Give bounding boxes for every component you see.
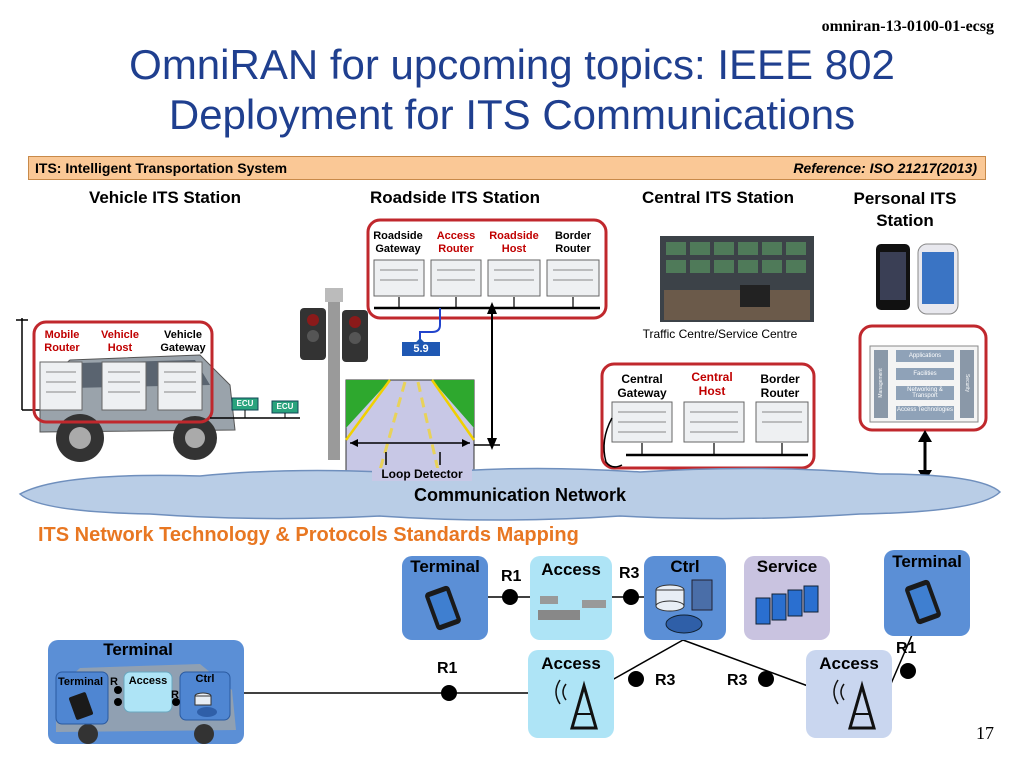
ecu-label-1: ECU (236, 399, 254, 408)
inner-r1-label: R (110, 676, 118, 688)
inner-ctrl-label: Ctrl (195, 673, 215, 685)
ctrl-box (644, 556, 726, 640)
vehicle-gateway-label: Vehicle Gateway (160, 329, 206, 354)
document-id: omniran-13-0100-01-ecsg (821, 18, 994, 35)
border-router-label: Border Router (554, 230, 592, 255)
central-gateway-label: Central Gateway (617, 372, 667, 400)
access-bottom-center-label: Access (541, 654, 601, 673)
vehicle-station-border (32, 320, 214, 424)
roadside-host-label: Roadside Host (489, 230, 539, 255)
personal-title-line-1: Personal ITS (853, 189, 957, 208)
title-line-1: OmniRAN for upcoming topics: IEEE 802 (129, 41, 895, 88)
personal-station-title: Personal ITS Station (830, 188, 980, 232)
communication-network-label: Communication Network (413, 485, 627, 505)
r1-right-label: R1 (896, 640, 917, 657)
r1-top-label: R1 (501, 568, 522, 585)
ecu-label-2: ECU (276, 402, 294, 411)
terminal-right-label: Terminal (892, 552, 962, 571)
stack-networking: Networking & Transport (907, 387, 943, 399)
smartphones-image (876, 243, 959, 315)
inner-access-label: Access (128, 675, 168, 687)
stack-applications: Applications (908, 353, 942, 359)
roadside-gateway-label: Roadside Gateway (373, 230, 423, 255)
inner-terminal-label: Terminal (58, 676, 104, 688)
frequency-badge: 5.9 (413, 343, 429, 355)
loop-detector-label: Loop Detector (372, 468, 472, 481)
vehicle-station-title: Vehicle ITS Station (88, 188, 242, 207)
roadside-station-title: Roadside ITS Station (369, 188, 541, 207)
its-definition: ITS: Intelligent Transportation System (35, 160, 288, 176)
r3-mid-right-label: R3 (727, 672, 748, 689)
vehicle-host-label: Vehicle Host (101, 329, 139, 354)
terminal-top-label: Terminal (410, 557, 480, 576)
r3-mid-left-label: R3 (655, 672, 676, 689)
traffic-centre-caption: Traffic Centre/Service Centre (642, 327, 798, 341)
page-number: 17 (976, 723, 994, 743)
inner-r3-label: R (171, 689, 179, 701)
communication-network-cloud (18, 467, 1002, 521)
access-router-label: Access Router (436, 230, 476, 255)
mobile-router-label: Mobile Router (44, 329, 80, 354)
access-top-label: Access (541, 560, 601, 579)
central-border-router-label: Border Router (760, 372, 800, 400)
title-line-2: Deployment for ITS Communications (168, 91, 856, 138)
central-host-label: Central Host (691, 370, 733, 398)
r3-top-label: R3 (619, 565, 640, 582)
stack-facilities: Facilities (913, 371, 937, 377)
service-label: Service (756, 557, 818, 576)
central-station-title: Central ITS Station (641, 188, 795, 207)
traffic-light-image (300, 288, 368, 460)
ctrl-label: Ctrl (670, 557, 700, 576)
terminal-group-label: Terminal (103, 640, 173, 659)
access-bottom-right-label: Access (819, 654, 879, 673)
mapping-title: ITS Network Technology & Protocols Stand… (38, 524, 579, 546)
its-reference: Reference: ISO 21217(2013) (793, 160, 977, 176)
its-definition-bar: ITS: Intelligent Transportation System R… (28, 156, 986, 180)
stack-access: Access Technologies (897, 407, 953, 413)
page-title: OmniRAN for upcoming topics: IEEE 802 De… (0, 40, 1024, 140)
personal-title-line-2: Station (876, 211, 934, 230)
traffic-centre-photo (660, 236, 814, 322)
r1-mid-label: R1 (437, 660, 458, 677)
